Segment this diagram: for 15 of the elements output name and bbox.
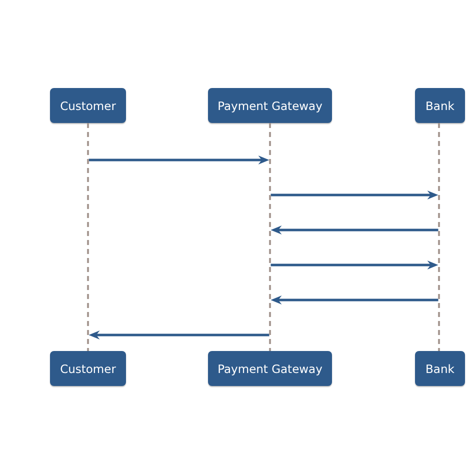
participant-box: Customer [50, 351, 126, 386]
lifeline [438, 123, 440, 351]
participant-box: Bank [415, 88, 465, 123]
message-arrow [88, 330, 270, 340]
message-arrow [270, 296, 438, 304]
participant-box: Bank [415, 351, 465, 386]
message-arrow [270, 226, 438, 234]
message-arrow [270, 190, 438, 200]
message-arrow [270, 260, 438, 270]
participant-box: Payment Gateway [208, 351, 332, 386]
lifeline [269, 123, 271, 351]
lifeline [87, 123, 89, 351]
participant-box: Payment Gateway [208, 88, 332, 123]
message-arrow [88, 156, 270, 164]
participant-box: Customer [50, 88, 126, 123]
